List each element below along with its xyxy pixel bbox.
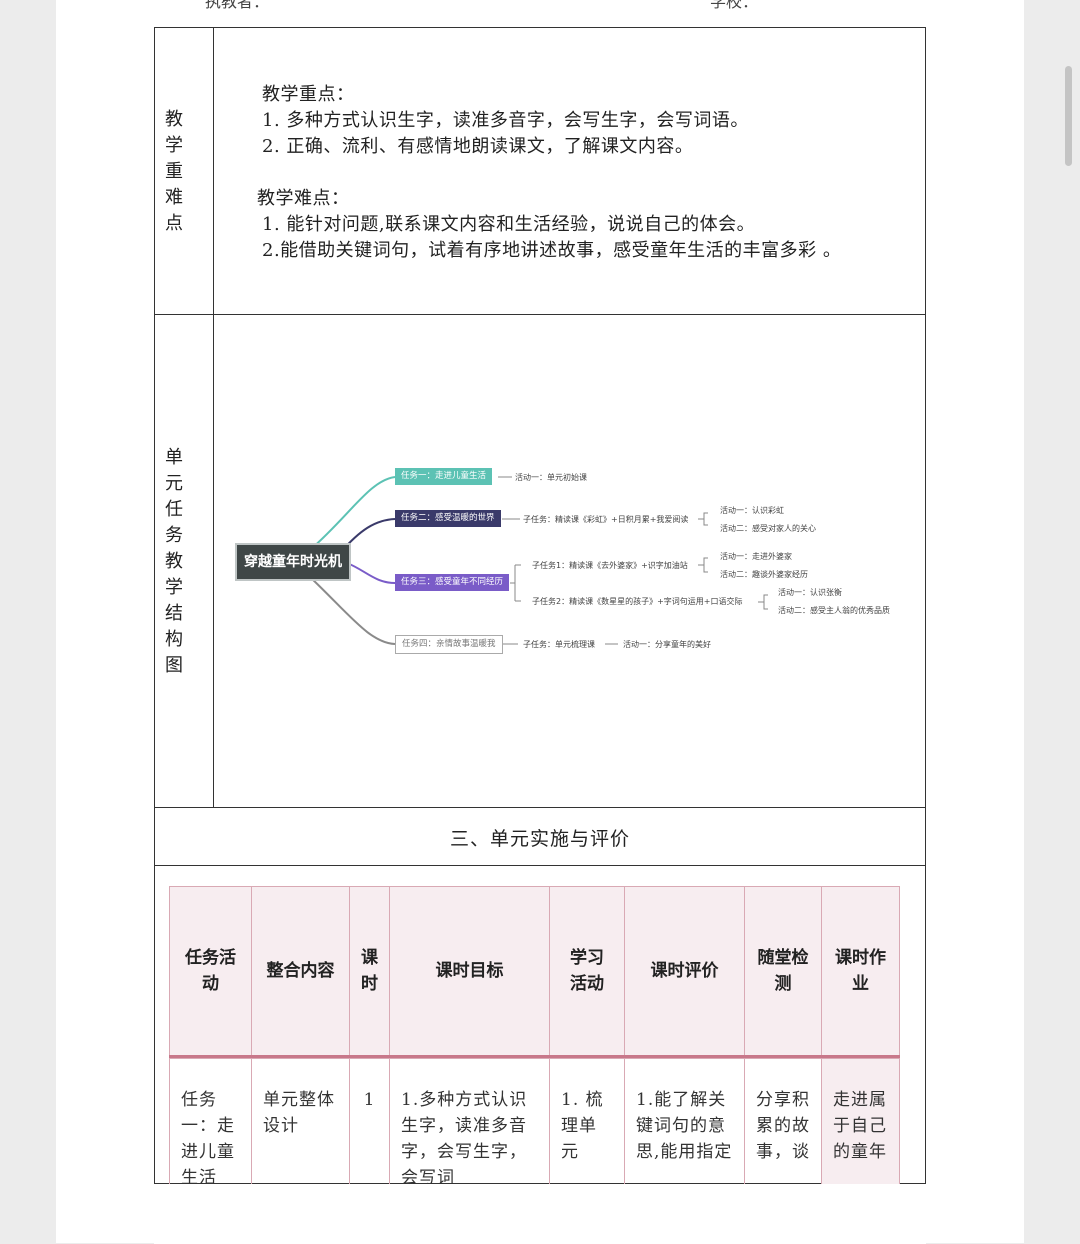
mind-map-subtask: 子任务：精读课《彩虹》+日积月累+我爱阅读 <box>523 515 689 524</box>
teaching-focus-item: 1. 多种方式认识生字，读准多音字，会写生字，会写词语。 <box>262 110 749 131</box>
mind-map-activity: 活动一：单元初始课 <box>515 473 587 482</box>
mind-map-root: 穿越童年时光机 <box>235 543 351 581</box>
teaching-focus-title: 教学重点： <box>262 84 355 105</box>
structure-label: 单元任务教学结构图 <box>165 447 183 676</box>
table-header-cell: 课时作业 <box>821 886 900 1057</box>
mind-map-activity: 活动一：认识张衡 <box>778 588 842 597</box>
row-divider <box>154 314 926 315</box>
mind-map-task-2: 任务二：感受温暖的世界 <box>395 510 501 527</box>
table-header-cell: 课时目标 <box>389 886 550 1057</box>
teaching-focus-item: 2. 正确、流利、有感情地朗读课文，了解课文内容。 <box>262 136 694 157</box>
teaching-difficulty-item: 2.能借助关键词句，试着有序地讲述故事，感受童年生活的丰富多彩 。 <box>262 240 842 261</box>
mind-map-activity: 活动一：走进外婆家 <box>720 552 792 561</box>
mind-map-task-3: 任务三：感受童年不同经历 <box>395 574 510 591</box>
table-header-cell: 任务活动 <box>169 886 252 1057</box>
scrollbar[interactable] <box>1065 66 1072 166</box>
mind-map-subtask: 子任务2：精读课《数星星的孩子》+字词句运用+口语交际 <box>532 597 743 606</box>
mind-map-subtask: 子任务1：精读课《去外婆家》+识字加油站 <box>532 561 688 570</box>
key-points-label: 教学重难点 <box>165 109 183 234</box>
mind-map-activity: 活动二：趣谈外婆家经历 <box>720 570 808 579</box>
table-header-cell: 课时 <box>349 886 390 1057</box>
mind-map-task-1: 任务一：走进儿童生活 <box>395 468 493 485</box>
label-column-divider <box>213 27 214 807</box>
mind-map-activity: 活动一：认识彩虹 <box>720 506 784 515</box>
section-title: 三、单元实施与评价 <box>449 828 630 850</box>
table-header-cell: 整合内容 <box>251 886 350 1057</box>
mind-map-activity: 活动二：感受对家人的关心 <box>720 524 816 533</box>
teaching-difficulty-title: 教学难点： <box>257 188 350 209</box>
row-divider <box>154 807 926 808</box>
row-divider <box>154 865 926 866</box>
mind-map-activity: 活动二：感受主人翁的优秀品质 <box>778 606 890 615</box>
header-right-cut: 学校： <box>710 0 759 11</box>
table-header-cell: 学习活动 <box>549 886 625 1057</box>
teaching-difficulty-item: 1. 能针对问题,联系课文内容和生活经验，说说自己的体会。 <box>262 214 756 235</box>
page-cutoff-mask <box>154 1184 926 1244</box>
mind-map-task-4: 任务四：亲情故事温暖我 <box>395 635 503 654</box>
table-header-cell: 课时评价 <box>624 886 745 1057</box>
mind-map-subtask: 子任务：单元梳理课 <box>523 640 595 649</box>
implementation-table: 任务活动 整合内容 课时 课时目标 学习活动 课时评价 随堂检测 课时作业 任务… <box>169 886 900 1216</box>
header-left-cut: 执教者： <box>205 0 270 11</box>
mind-map-activity: 活动一：分享童年的美好 <box>623 640 711 649</box>
mind-map: 穿越童年时光机 任务一：走进儿童生活 活动一：单元初始课 任务二：感受温暖的世界… <box>230 455 910 670</box>
table-header-cell: 随堂检测 <box>744 886 822 1057</box>
table-header-row: 任务活动 整合内容 课时 课时目标 学习活动 课时评价 随堂检测 课时作业 <box>169 886 900 1057</box>
